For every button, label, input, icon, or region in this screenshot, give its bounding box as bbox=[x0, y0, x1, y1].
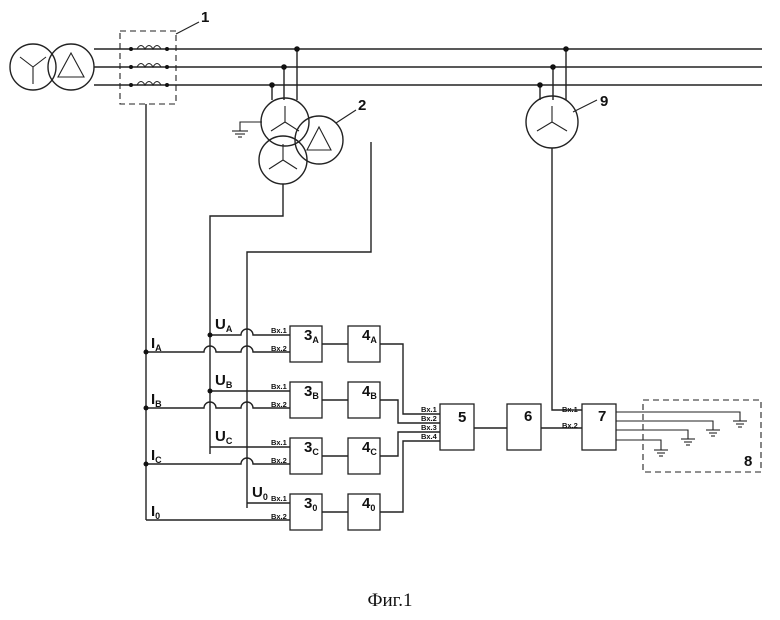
svg-text:Вх.2: Вх.2 bbox=[271, 512, 287, 521]
svg-text:U0: U0 bbox=[252, 484, 268, 502]
svg-text:Вх.2: Вх.2 bbox=[421, 414, 437, 423]
svg-text:Вх.1: Вх.1 bbox=[271, 438, 287, 447]
svg-text:Вх.2: Вх.2 bbox=[271, 400, 287, 409]
voltage-rows bbox=[208, 329, 291, 503]
svg-text:UC: UC bbox=[215, 428, 233, 446]
current-labels: IA IB IC I0 bbox=[151, 335, 162, 521]
figure-caption: Фиг.1 bbox=[0, 590, 780, 612]
callout-2: 2 bbox=[358, 97, 366, 114]
svg-text:IA: IA bbox=[151, 335, 162, 353]
svg-text:Вх.4: Вх.4 bbox=[421, 432, 438, 441]
voltage-labels: UA UB UC U0 bbox=[215, 316, 268, 502]
block-5: 5 Вх.1 Вх.2 Вх.3 Вх.4 bbox=[421, 404, 474, 450]
block-7: 7 Вх.1 Вх.2 bbox=[562, 404, 616, 450]
blocks-3: 3A 3B 3C 30 bbox=[290, 326, 322, 530]
svg-text:6: 6 bbox=[524, 408, 532, 425]
svg-text:Вх.2: Вх.2 bbox=[271, 456, 287, 465]
svg-text:Вх.2: Вх.2 bbox=[271, 344, 287, 353]
voltage-transformer-9: 9 bbox=[526, 46, 608, 148]
svg-text:I0: I0 bbox=[151, 503, 160, 521]
block-6: 6 bbox=[507, 404, 541, 450]
svg-text:5: 5 bbox=[458, 409, 466, 426]
links-3-to-4 bbox=[322, 344, 348, 512]
block-8: 8 bbox=[616, 400, 761, 472]
svg-text:IC: IC bbox=[151, 447, 162, 465]
busbars bbox=[94, 49, 762, 85]
svg-text:Вх.2: Вх.2 bbox=[562, 421, 578, 430]
svg-text:Вх.1: Вх.1 bbox=[562, 405, 578, 414]
callout-9: 9 bbox=[600, 93, 608, 110]
svg-text:Вх.1: Вх.1 bbox=[421, 405, 437, 414]
block3-input-labels: Вх.1 Вх.2 Вх.1 Вх.2 Вх.1 Вх.2 Вх.1 Вх.2 bbox=[271, 326, 287, 521]
power-source-transformer bbox=[10, 44, 94, 90]
svg-text:7: 7 bbox=[598, 408, 606, 425]
svg-text:8: 8 bbox=[744, 453, 752, 470]
svg-text:Вх.3: Вх.3 bbox=[421, 423, 437, 432]
svg-text:Вх.1: Вх.1 bbox=[271, 326, 287, 335]
blocks-4: 4A 4B 4C 40 bbox=[348, 326, 380, 530]
svg-text:UB: UB bbox=[215, 372, 233, 390]
svg-text:Вх.1: Вх.1 bbox=[271, 382, 287, 391]
svg-text:IB: IB bbox=[151, 391, 162, 409]
svg-text:Вх.1: Вх.1 bbox=[271, 494, 287, 503]
callout-1: 1 bbox=[201, 9, 209, 26]
svg-text:UA: UA bbox=[215, 316, 233, 334]
current-transformer-group: 1 bbox=[120, 9, 209, 104]
